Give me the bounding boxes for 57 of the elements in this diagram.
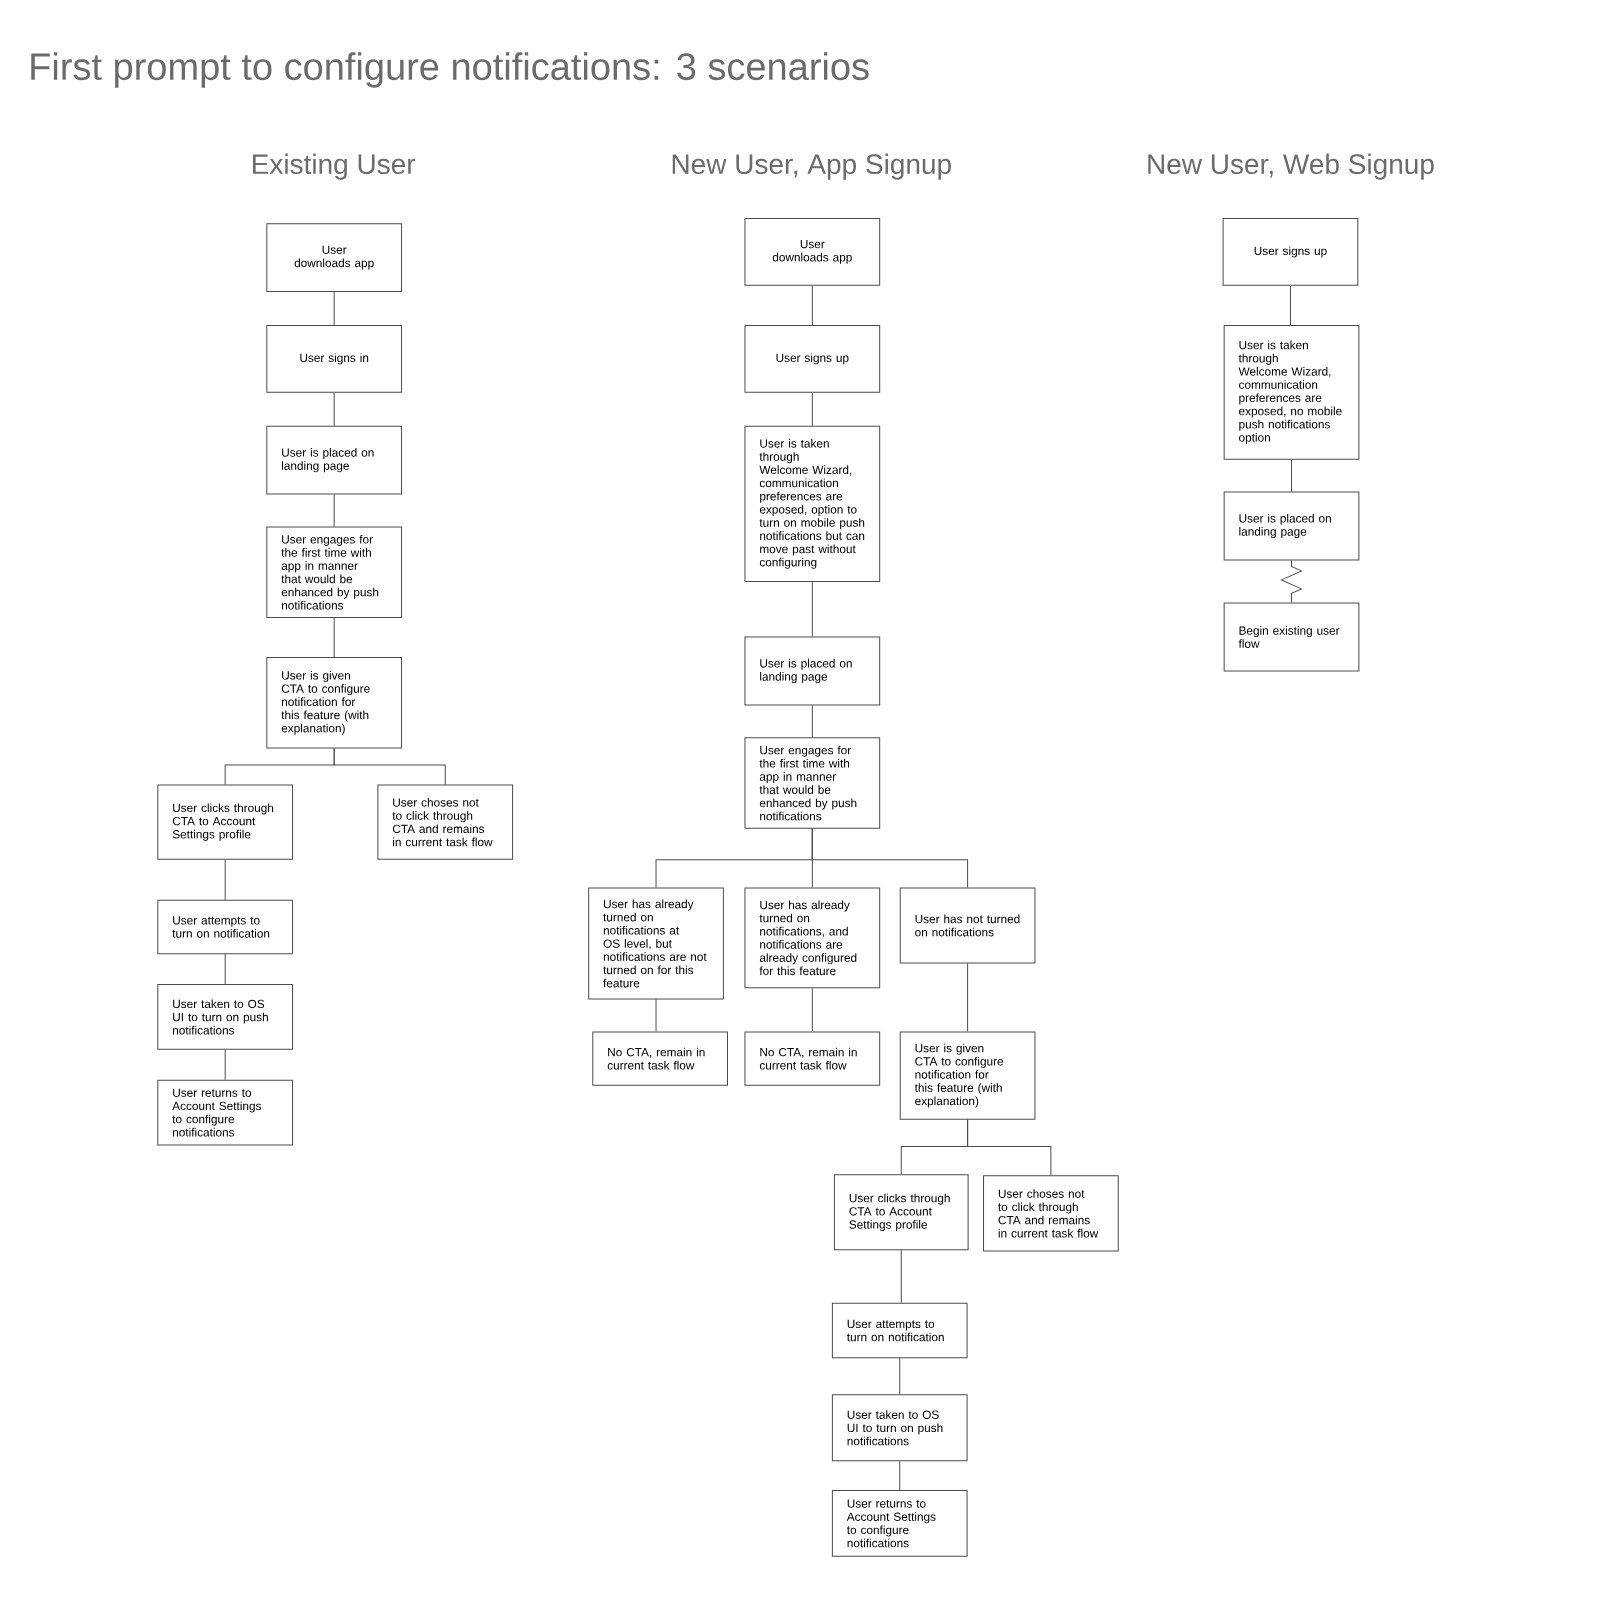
process-box: User attempts to turn on notification <box>831 1302 968 1359</box>
process-box: User is taken through Welcome Wizard, communication preferences are exposed, option to turn on mobile push notifications but can move past without configuring <box>744 425 881 582</box>
diagram-title: First prompt to configure notifications: 3 scenarios <box>31 52 869 88</box>
connector-line <box>900 1249 902 1304</box>
process-box: User returns to Account Settings to configure notifications <box>831 1490 968 1557</box>
process-box: User is placed on landing page <box>266 425 403 495</box>
connector-line <box>333 617 335 658</box>
process-box: User choses not to click through CTA and remains in current task flow <box>377 784 514 860</box>
connector-line <box>224 953 226 985</box>
connector-line <box>811 392 813 427</box>
process-box: User taken to OS UI to turn on push notifications <box>831 1394 968 1462</box>
process-box: User taken to OS UI to turn on push notifications <box>157 984 294 1050</box>
connector-line <box>1291 459 1292 493</box>
process-box: User attempts to turn on notification <box>157 899 294 955</box>
connector-line <box>811 285 813 326</box>
process-box: User signs up <box>1222 218 1359 286</box>
process-box: User is given CTA to configure notification for this feature (with explanation) <box>266 657 403 749</box>
process-box: User clicks through CTA to Account Settings profile <box>833 1174 969 1251</box>
connector-line <box>655 998 657 1032</box>
connector-line <box>333 291 335 326</box>
process-box: Begin existing user flow <box>1223 602 1360 672</box>
connector-line <box>224 859 226 901</box>
process-box: No CTA, remain in current task flow <box>592 1031 728 1086</box>
connector-line <box>899 1357 901 1395</box>
connector-line <box>333 748 446 786</box>
connector-line <box>333 494 335 527</box>
connector-line <box>333 392 335 427</box>
connector-line <box>811 581 813 637</box>
process-box: User is taken through Welcome Wizard, communication preferences are exposed, no mobile push notifications option <box>1223 324 1360 460</box>
column-heading: New User, Web Signup <box>1148 153 1434 180</box>
connector-line <box>967 962 969 1032</box>
process-box: User downloads app <box>266 223 403 292</box>
process-box: User signs in <box>266 324 403 393</box>
process-box: User downloads app <box>744 218 881 286</box>
process-box: No CTA, remain in current task flow <box>744 1031 881 1086</box>
process-box: User has already turned on notifications at OS level, but notifications are not turned on for this feature <box>588 887 724 1000</box>
process-box: User has not turned on notifications <box>899 887 1036 964</box>
process-box: User returns to Account Settings to configure notifications <box>157 1079 294 1146</box>
process-box: User engages for the first time with app in manner that would be enhanced by push notifications <box>744 737 881 829</box>
process-box: User is placed on landing page <box>1223 491 1360 561</box>
connector-line <box>967 1119 1052 1176</box>
connector-line <box>811 987 813 1032</box>
process-box: User choses not to click through CTA and remains in current task flow <box>983 1175 1119 1252</box>
process-box: User clicks through CTA to Account Settings profile <box>157 784 294 860</box>
process-box: User is placed on landing page <box>744 636 881 706</box>
connector-line <box>811 704 813 738</box>
process-box: User engages for the first time with app in manner that would be enhanced by push notifications <box>266 526 403 618</box>
connector-line <box>1290 285 1291 326</box>
column-heading: New User, App Signup <box>672 153 951 180</box>
connector-line <box>1281 559 1302 604</box>
connector-line <box>899 1460 901 1491</box>
process-box: User signs up <box>744 324 881 393</box>
connector-line <box>224 1049 226 1081</box>
process-box: User has already turned on notifications, and notifications are already configured for this feature <box>744 887 881 989</box>
process-box: User is given CTA to configure notification for this feature (with explanation) <box>899 1031 1036 1120</box>
column-heading: Existing User <box>253 153 416 180</box>
connector-line <box>811 828 969 888</box>
